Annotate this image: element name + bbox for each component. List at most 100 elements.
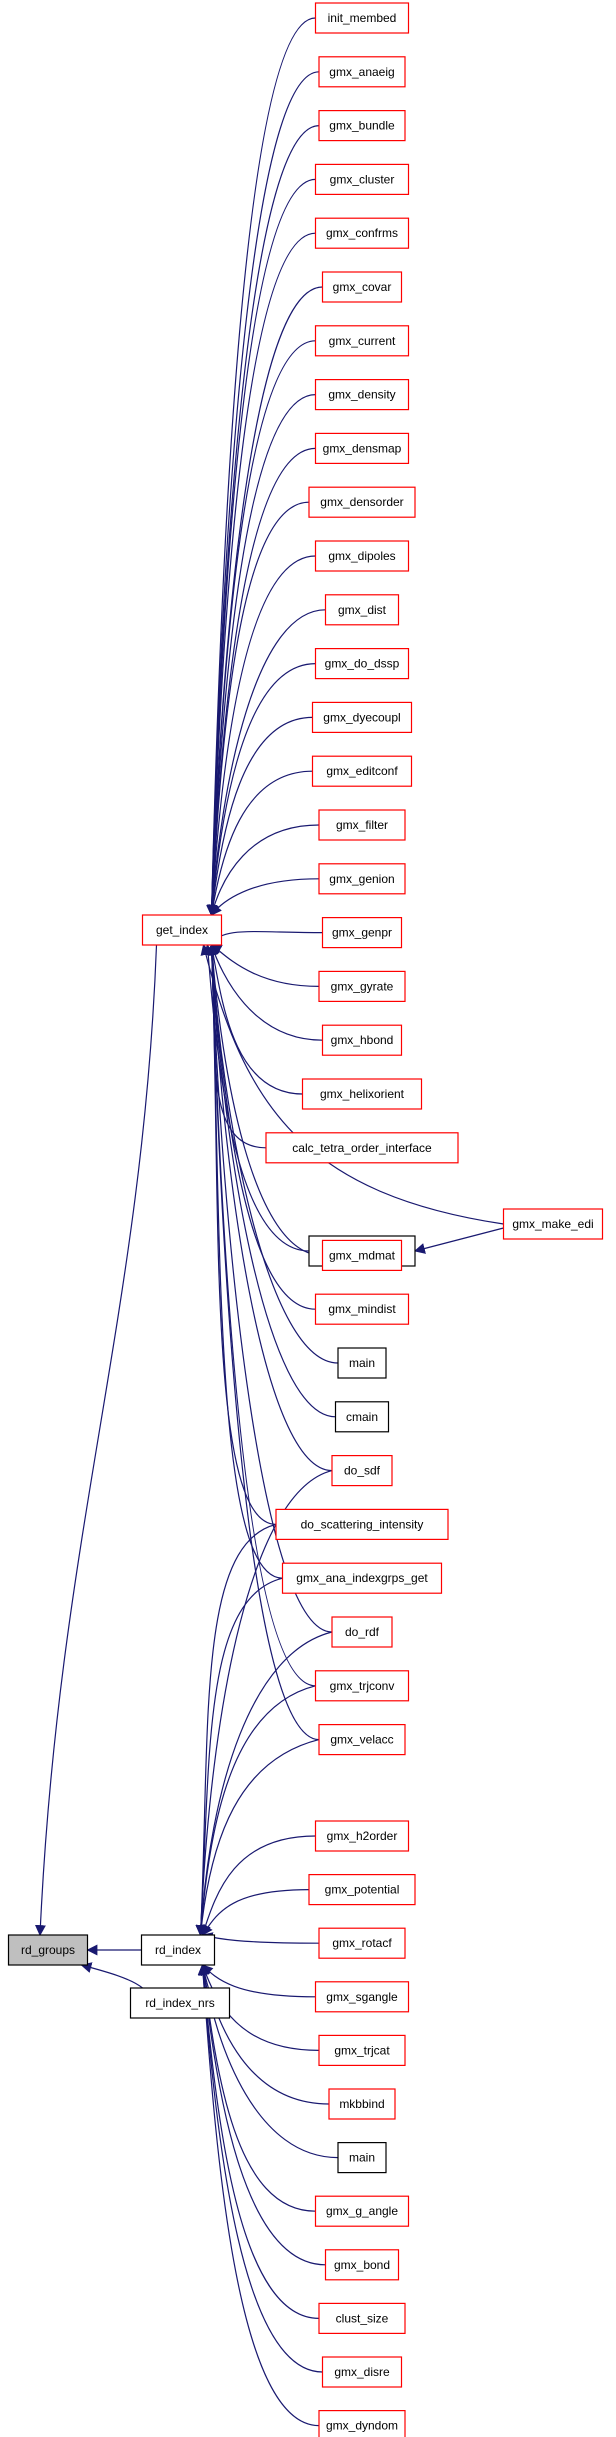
node-gmx-dist[interactable]: gmx_dist: [324, 594, 400, 626]
node-gmx-cluster-box: [314, 163, 410, 195]
node-mkbbind-box: [328, 2088, 396, 2120]
edge-gmx-ana-indexgrps-get-to-get-index: [206, 943, 283, 1579]
node-gmx-helixorient-label: gmx_helixorient: [320, 1087, 405, 1101]
node-gmx-genpr-label: gmx_genpr: [332, 926, 392, 940]
node-gmx-rotacf[interactable]: gmx_rotacf: [318, 1927, 406, 1959]
edge-do-rdf-to-rd-index: [195, 1631, 333, 1937]
node-gmx-trjconv[interactable]: gmx_trjconv: [314, 1670, 410, 1702]
node-gmx-density[interactable]: gmx_density: [314, 379, 410, 411]
node-gmx-dyecoupl[interactable]: gmx_dyecoupl: [311, 701, 413, 734]
node-gmx-potential[interactable]: gmx_potential: [308, 1873, 416, 1906]
node-gmx-filter-label: gmx_filter: [336, 818, 388, 832]
node-gmx-genion[interactable]: gmx_genion: [318, 863, 406, 895]
edge-gmx-ana-indexgrps-get-to-rd-index: [195, 1577, 283, 1937]
edge-main-to-get-index: [206, 943, 339, 1364]
node-gmx-densmap[interactable]: gmx_densmap: [314, 432, 410, 464]
node-gmx-genion-label: gmx_genion: [329, 872, 394, 886]
node-gmx-genpr-box: [321, 916, 403, 949]
node-clust-size[interactable]: clust_size: [318, 2302, 406, 2334]
node-gmx-gyrate[interactable]: gmx_gyrate: [318, 970, 406, 1003]
node-gmx-genpr[interactable]: gmx_genpr: [321, 916, 403, 949]
node-gmx-bundle-box: [318, 109, 406, 142]
edge-gmx-do-dssp-to-get-index: [206, 663, 316, 917]
node-rd-groups[interactable]: rd_groups: [7, 1934, 89, 1966]
node-gmx-density-label: gmx_density: [328, 388, 395, 402]
node-gmx-dist-box: [324, 594, 400, 626]
node-clust-size-box: [318, 2302, 406, 2334]
node-gmx-dipoles-box: [314, 540, 410, 572]
node-gmx-bundle[interactable]: gmx_bundle: [318, 109, 406, 142]
node-gmx-trjcat[interactable]: gmx_trjcat: [318, 2034, 406, 2067]
node-gmx-cluster[interactable]: gmx_cluster: [314, 163, 410, 195]
node-gmx-do-dssp-box: [314, 647, 410, 680]
node-gmx-anaeig[interactable]: gmx_anaeig: [318, 56, 406, 88]
node-gmx-rotacf-label: gmx_rotacf: [332, 1936, 392, 1950]
edge-gmx-h2order-to-rd-index: [200, 1835, 316, 1937]
node-do-rdf[interactable]: do_rdf: [331, 1616, 393, 1648]
node-gmx-gyrate-box: [318, 970, 406, 1003]
edge-gmx-mdmat-to-get-index: [206, 943, 323, 1256]
node-init-membed[interactable]: init_membed: [314, 2, 410, 34]
node-gmx-editconf[interactable]: gmx_editconf: [311, 755, 413, 787]
node-rd-index-nrs[interactable]: rd_index_nrs: [129, 1987, 231, 2019]
node-main-label: main: [349, 1356, 375, 1370]
node-do-sdf[interactable]: do_sdf: [331, 1454, 393, 1487]
node-gmx-current[interactable]: gmx_current: [314, 325, 410, 357]
node-main-2[interactable]: main: [337, 2142, 387, 2174]
edge-gmx-bundle-to-get-index: [206, 125, 320, 917]
node-gmx-h2order[interactable]: gmx_h2order: [314, 1820, 410, 1852]
node-get-index[interactable]: get_index: [141, 914, 223, 946]
node-gmx-g-angle[interactable]: gmx_g_angle: [314, 2195, 410, 2227]
node-gmx-mindist-label: gmx_mindist: [328, 1302, 396, 1316]
node-gmx-covar-label: gmx_covar: [333, 280, 392, 294]
node-gmx-ana-indexgrps-get[interactable]: gmx_ana_indexgrps_get: [281, 1562, 443, 1594]
node-gmx-sgangle[interactable]: gmx_sgangle: [314, 1981, 410, 2013]
node-gmx-densorder-box: [308, 486, 416, 518]
node-calc-tetra-order-interface[interactable]: calc_tetra_order_interface: [265, 1132, 459, 1164]
node-gmx-make-edi-box: [502, 1208, 604, 1240]
node-gmx-bond[interactable]: gmx_bond: [324, 2249, 400, 2281]
edge-gmx-dyecoupl-to-get-index: [207, 716, 313, 917]
node-gmx-densorder[interactable]: gmx_densorder: [308, 486, 416, 518]
node-gmx-helixorient[interactable]: gmx_helixorient: [301, 1078, 423, 1110]
node-gmx-do-dssp[interactable]: gmx_do_dssp: [314, 647, 410, 680]
node-gmx-current-label: gmx_current: [329, 334, 396, 348]
node-gmx-disre-box: [321, 2356, 403, 2388]
node-gmx-hbond[interactable]: gmx_hbond: [321, 1024, 403, 1056]
node-gmx-mdmat[interactable]: gmx_mdmat: [321, 1239, 403, 1272]
node-gmx-dipoles[interactable]: gmx_dipoles: [314, 540, 410, 572]
node-gmx-g-angle-label: gmx_g_angle: [326, 2204, 398, 2218]
node-gmx-genion-box: [318, 863, 406, 895]
node-gmx-densmap-box: [314, 432, 410, 464]
node-gmx-trjconv-label: gmx_trjconv: [330, 1679, 395, 1693]
node-do-scattering-intensity[interactable]: do_scattering_intensity: [275, 1508, 449, 1541]
node-gmx-velacc[interactable]: gmx_velacc: [318, 1723, 406, 1756]
node-gmx-dyndom[interactable]: gmx_dyndom: [318, 2410, 406, 2437]
node-rd-index-label: rd_index: [155, 1943, 201, 1957]
node-gmx-confrms[interactable]: gmx_confrms: [314, 217, 410, 249]
node-rd-groups-label: rd_groups: [21, 1943, 75, 1957]
edge-cmain-to-get-index: [206, 943, 336, 1418]
node-gmx-dyecoupl-label: gmx_dyecoupl: [323, 710, 400, 724]
node-gmx-filter[interactable]: gmx_filter: [318, 809, 406, 841]
node-main[interactable]: main: [337, 1347, 387, 1379]
node-cmain[interactable]: cmain: [334, 1401, 390, 1433]
node-rd-groups-box: [7, 1934, 89, 1966]
node-gmx-bond-box: [324, 2249, 400, 2281]
node-rd-index[interactable]: rd_index: [140, 1934, 216, 1966]
node-gmx-hbond-label: gmx_hbond: [331, 1033, 394, 1047]
edge-gmx-dipoles-to-get-index: [206, 555, 316, 917]
node-gmx-covar-box: [321, 271, 403, 303]
node-gmx-mindist[interactable]: gmx_mindist: [314, 1293, 410, 1325]
node-main-2-box: [337, 2142, 387, 2174]
node-gmx-disre[interactable]: gmx_disre: [321, 2356, 403, 2388]
node-gmx-sgangle-label: gmx_sgangle: [326, 1990, 398, 2004]
node-gmx-potential-box: [308, 1873, 416, 1906]
node-do-rdf-box: [331, 1616, 393, 1648]
edge-gmx-trjconv-to-rd-index: [195, 1685, 316, 1937]
node-gmx-g-angle-box: [314, 2195, 410, 2227]
node-mkbbind[interactable]: mkbbind: [328, 2088, 396, 2120]
node-calc-tetra-order-interface-label: calc_tetra_order_interface: [292, 1141, 432, 1155]
node-gmx-make-edi[interactable]: gmx_make_edi: [502, 1208, 604, 1240]
node-gmx-covar[interactable]: gmx_covar: [321, 271, 403, 303]
